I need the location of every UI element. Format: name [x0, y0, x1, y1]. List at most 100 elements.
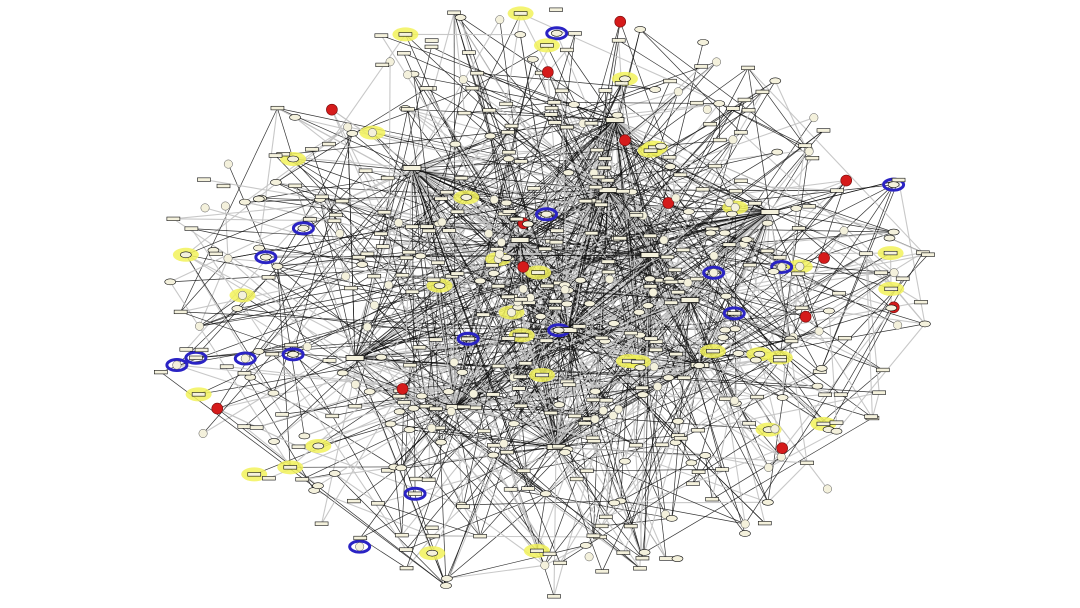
graph-edge	[555, 446, 603, 572]
graph-edge	[454, 406, 551, 555]
ellipse-node	[683, 208, 695, 215]
graph-edge	[411, 167, 437, 409]
graph-edge	[715, 151, 778, 167]
graph-edge	[198, 258, 229, 327]
rect-node	[864, 414, 878, 419]
graph-edge	[616, 115, 641, 368]
ellipse-node	[346, 130, 359, 137]
rect-node	[434, 196, 449, 201]
graph-edge	[747, 67, 771, 213]
red-node	[396, 383, 409, 395]
graph-edge	[505, 13, 522, 105]
rect-node	[671, 290, 685, 295]
rect-node	[599, 514, 613, 519]
rect-node	[722, 242, 737, 247]
rect-node	[548, 299, 563, 304]
ellipse-node	[568, 101, 580, 108]
rect-node	[521, 486, 535, 491]
circle-node	[653, 382, 663, 391]
ellipse-node	[664, 163, 677, 170]
rect-node	[424, 525, 439, 530]
rect-node	[265, 352, 280, 357]
rect-node	[424, 38, 439, 43]
graph-edge	[190, 228, 407, 550]
graph-edge	[699, 364, 873, 419]
rect-node	[197, 177, 211, 182]
rect-node	[818, 392, 832, 397]
rect-node	[833, 392, 848, 397]
graph-edge	[649, 252, 891, 256]
graph-edge	[536, 493, 547, 551]
red-node	[326, 103, 338, 116]
ellipse-node	[500, 199, 513, 207]
graph-edge	[769, 211, 894, 233]
graph-edge	[769, 190, 838, 213]
graph-edge	[390, 423, 447, 586]
rect-node	[491, 284, 506, 289]
graph-edge	[620, 500, 746, 525]
rect-node	[872, 390, 886, 395]
hub-node	[680, 297, 700, 303]
circle-node	[518, 284, 528, 294]
graph-edge	[567, 329, 667, 559]
graph-edge	[354, 139, 626, 359]
circle-node	[489, 195, 499, 205]
ellipse-node	[883, 234, 896, 242]
graph-edge	[699, 364, 770, 468]
graph-edge	[472, 87, 771, 213]
rect-node	[328, 212, 343, 218]
rect-node	[595, 569, 610, 574]
graph-edge	[354, 357, 880, 393]
circle-node	[355, 542, 365, 552]
ellipse-node	[287, 351, 299, 358]
rect-node	[830, 188, 844, 193]
graph-edge	[601, 211, 771, 572]
graph-edge	[523, 211, 771, 472]
graph-edge	[828, 252, 924, 312]
graph-edge	[407, 74, 618, 116]
circle-node	[709, 251, 719, 261]
rect-node	[295, 477, 310, 482]
graph-edge	[453, 12, 616, 121]
graph-edge	[698, 392, 880, 431]
rect-node	[322, 358, 337, 363]
rect-node	[569, 476, 584, 482]
ellipse-node	[442, 388, 455, 395]
rect-node	[513, 11, 528, 16]
circle-node	[362, 322, 372, 332]
rect-node	[568, 31, 582, 36]
red-node	[776, 442, 788, 455]
rect-node	[358, 168, 373, 173]
circle-node	[223, 159, 233, 169]
circle-node	[584, 552, 594, 562]
graph-edge	[607, 61, 717, 191]
rect-node	[500, 450, 514, 455]
graph-edge	[744, 278, 903, 525]
graph-edge	[592, 119, 616, 438]
graph-edge	[649, 254, 781, 358]
rect-node	[456, 404, 471, 409]
circle-node	[809, 113, 819, 123]
graph-edge	[354, 357, 547, 494]
graph-edge	[614, 119, 781, 361]
red-node	[542, 66, 554, 78]
rect-node	[399, 255, 414, 260]
rect-node	[261, 275, 276, 280]
rect-node	[399, 547, 413, 552]
graph-edge	[596, 21, 621, 151]
graph-edge	[544, 248, 591, 305]
rect-node	[733, 130, 748, 135]
graph-edge	[426, 405, 442, 443]
ellipse-node	[540, 210, 553, 218]
ellipse-node	[762, 499, 774, 506]
rect-node	[703, 122, 717, 127]
graph-edge	[388, 61, 391, 286]
ellipse-node	[534, 313, 547, 320]
rect-node	[353, 535, 368, 541]
rect-node	[237, 424, 252, 429]
graph-edge	[567, 190, 737, 331]
rect-node	[419, 404, 434, 409]
rect-node	[741, 108, 756, 113]
rect-node	[503, 487, 518, 492]
graph-edge	[518, 211, 771, 389]
